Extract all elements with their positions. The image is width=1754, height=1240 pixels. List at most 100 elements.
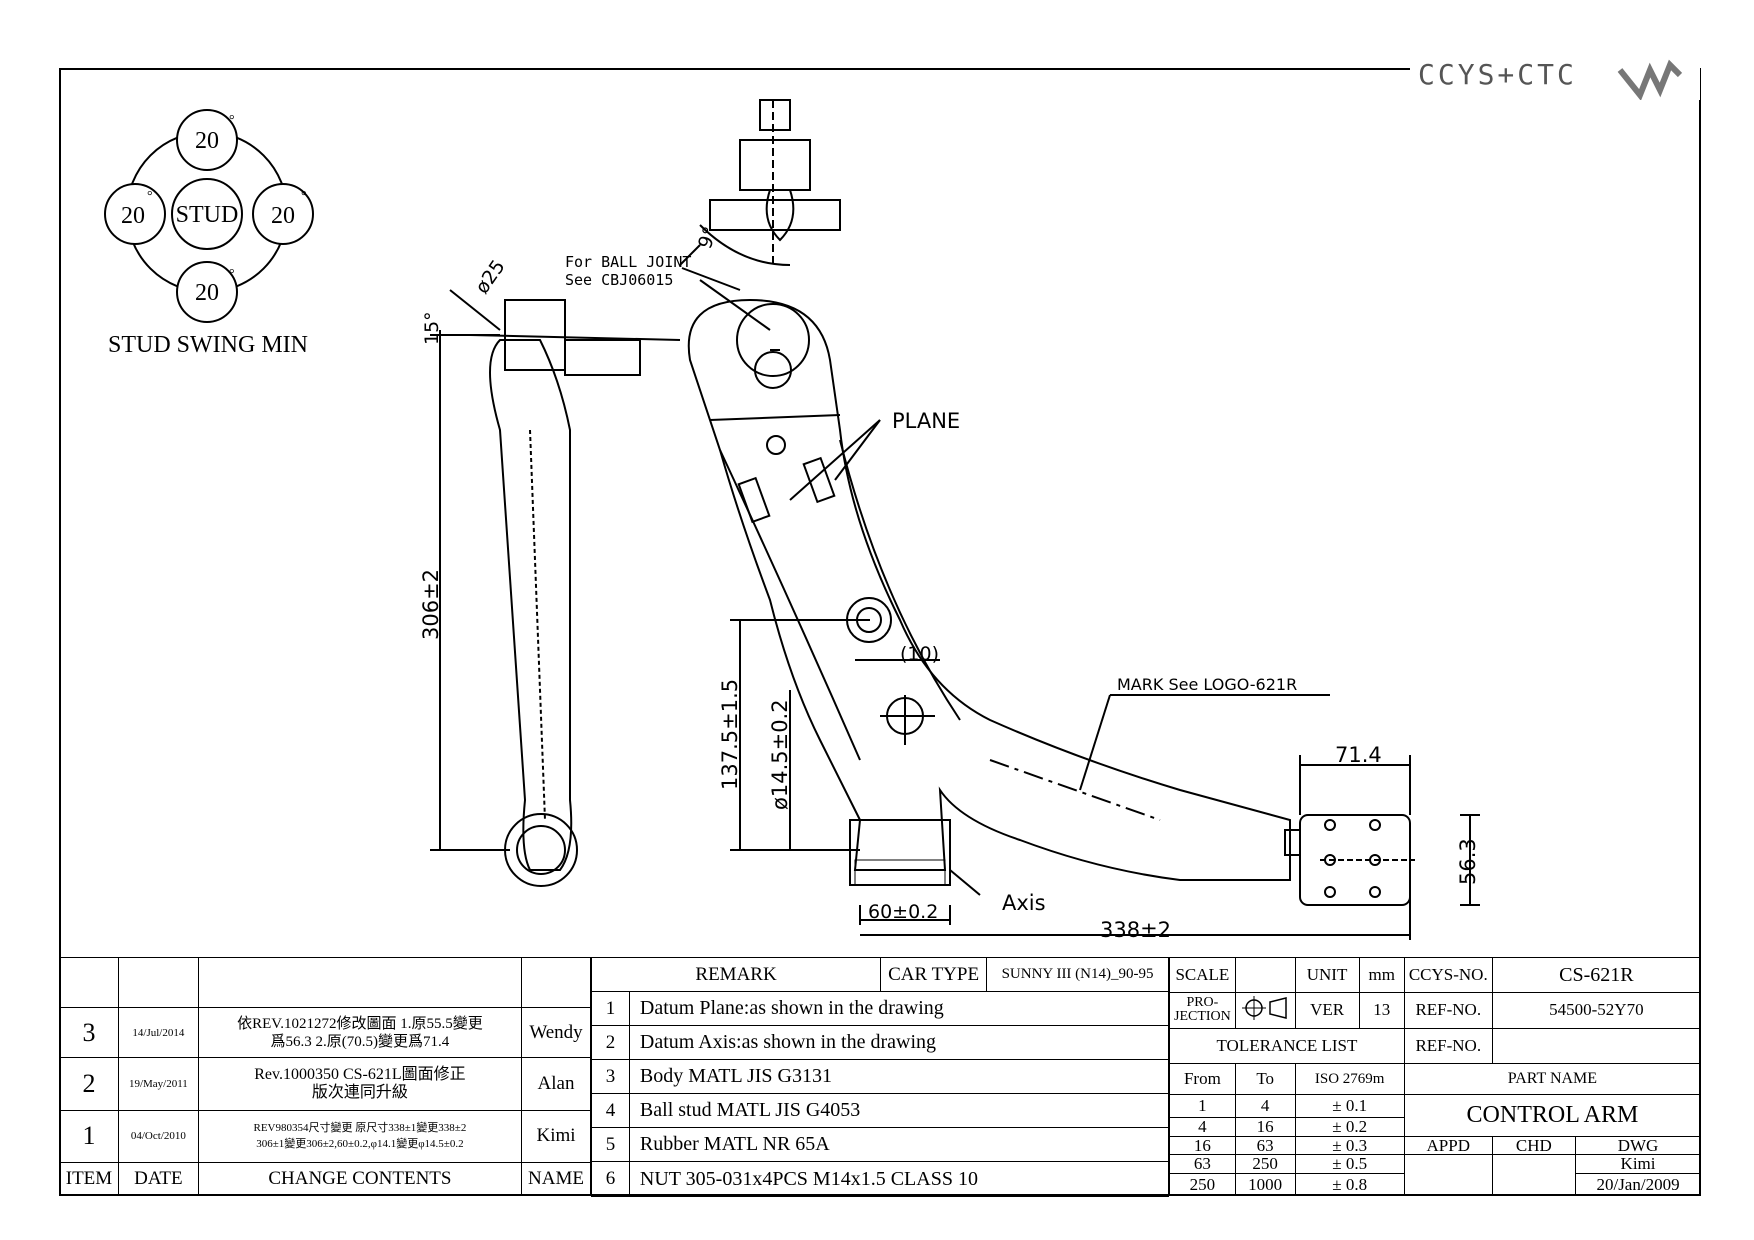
swing-center-label: STUD xyxy=(176,202,239,228)
rev-header-name: NAME xyxy=(521,1161,591,1197)
car-type-value: SUNNY III (N14)_90-95 xyxy=(986,957,1169,992)
tolerance-title: TOLERANCE LIST xyxy=(1169,1027,1405,1064)
ccys-no-label: CCYS-NO. xyxy=(1403,956,1493,994)
rev-blank xyxy=(59,956,119,1009)
ball-joint-nut xyxy=(754,351,792,389)
dim-angle-15: 15° xyxy=(421,311,443,345)
dim-71: 71.4 xyxy=(1335,743,1382,767)
remark-no: 4 xyxy=(591,1093,630,1128)
logo-text: CCYS+CTC xyxy=(1418,58,1577,91)
unit-value: mm xyxy=(1358,956,1405,994)
rev-date: 14/Jul/2014 xyxy=(117,1007,199,1059)
revision-table: 3 14/Jul/2014 依REV.1021272修改圖面 1.原55.5變更… xyxy=(59,956,591,1197)
swing-right-circle xyxy=(252,183,314,245)
scale-value xyxy=(1234,956,1296,994)
tol-value: ± 0.2 xyxy=(1294,1117,1405,1137)
tol-header-from: From xyxy=(1169,1062,1236,1096)
mark-note: MARK See LOGO-621R xyxy=(1117,675,1297,694)
rev-item: 3 xyxy=(59,1007,119,1059)
swing-top-circle xyxy=(176,109,238,171)
projection-symbol-icon xyxy=(1234,992,1296,1029)
rev-header-row: ITEM DATE CHANGE CONTENTS NAME xyxy=(59,1161,591,1197)
plane-label: PLANE xyxy=(892,409,960,433)
side-view-centerline xyxy=(529,429,546,821)
arm-axis-line xyxy=(989,759,1161,821)
rev-date: 19/May/2011 xyxy=(117,1057,199,1111)
tol-from: 4 xyxy=(1169,1117,1236,1137)
rev-row: 1 04/Oct/2010 REV980354尺寸變更 原尺寸338±1變更33… xyxy=(59,1109,591,1163)
tol-to: 16 xyxy=(1234,1117,1296,1137)
swing-bottom-degree: ° xyxy=(229,267,235,282)
ver-label: VER xyxy=(1294,992,1360,1029)
side-ball-stud xyxy=(564,339,641,376)
swing-center-circle xyxy=(171,178,243,250)
tol-from: 1 xyxy=(1169,1094,1236,1119)
tol-from: 16 xyxy=(1169,1135,1236,1156)
dim-dia-25: ø25 xyxy=(471,256,510,298)
datum-hole-top xyxy=(766,435,786,455)
remark-text: Ball stud MATL JIS G4053 xyxy=(628,1093,1170,1128)
remark-text: Datum Axis:as shown in the drawing xyxy=(628,1025,1170,1060)
ref-no-value-2 xyxy=(1491,1027,1702,1064)
control-arm-drawing: 20 20 20 20 STUD ° ° ° ° STUD SWING MIN … xyxy=(104,99,1480,942)
remark-text: NUT 305-031x4PCS M14x1.5 CLASS 10 xyxy=(628,1161,1170,1197)
ball-joint-boss xyxy=(736,303,810,377)
chd-label: CHD xyxy=(1491,1135,1577,1156)
rev-contents-line2: 爲56.3 2.原(70.5)變更爲71.4 xyxy=(270,1033,450,1050)
tol-to: 250 xyxy=(1234,1154,1296,1175)
dim-60: 60±0.2 xyxy=(868,901,938,923)
remark-no: 1 xyxy=(591,991,630,1026)
rev-header-contents: CHANGE CONTENTS xyxy=(197,1161,523,1197)
tol-header-to: To xyxy=(1234,1062,1296,1096)
ball-joint-ref: See CBJ06015 xyxy=(565,271,673,289)
swing-right-value: 20 xyxy=(271,203,295,229)
dwg-label: DWG xyxy=(1575,1135,1701,1156)
tol-from: 63 xyxy=(1169,1154,1236,1175)
swing-bottom-circle xyxy=(176,261,238,323)
rev-contents-line1: Rev.1000350 CS-621L圖面修正 xyxy=(254,1066,466,1084)
rev-row: 2 19/May/2011 Rev.1000350 CS-621L圖面修正版次連… xyxy=(59,1057,591,1111)
side-center-axis xyxy=(469,334,681,341)
logo-mark-icon xyxy=(1617,59,1683,100)
side-bushing-inner xyxy=(516,825,566,875)
swing-left-degree: ° xyxy=(147,189,153,204)
unit-label: UNIT xyxy=(1294,956,1360,994)
remark-no: 6 xyxy=(591,1161,630,1197)
scale-label: SCALE xyxy=(1169,956,1236,994)
tol-to: 63 xyxy=(1234,1135,1296,1156)
swing-left-circle xyxy=(104,183,166,245)
appd-label: APPD xyxy=(1403,1135,1493,1156)
swing-right-degree: ° xyxy=(301,189,307,204)
dim-ten: (10) xyxy=(900,643,939,665)
projection-label-line1: PRO- xyxy=(1186,995,1219,1011)
rev-date: 04/Oct/2010 xyxy=(117,1109,199,1163)
remark-text: Body MATL JIS G3131 xyxy=(628,1059,1170,1094)
dim-dia-14: ø14.5±0.2 xyxy=(768,699,792,810)
rev-contents-line1: REV980354尺寸變更 原尺寸338±1變更338±2 xyxy=(253,1122,467,1135)
remark-text: Datum Plane:as shown in the drawing xyxy=(628,991,1170,1026)
ball-joint-note: For BALL JOINT xyxy=(565,253,691,271)
remark-no: 5 xyxy=(591,1127,630,1162)
rev-row: 3 14/Jul/2014 依REV.1021272修改圖面 1.原55.5變更… xyxy=(59,1007,591,1059)
tol-value: ± 0.8 xyxy=(1294,1173,1405,1196)
tol-value: ± 0.5 xyxy=(1294,1154,1405,1175)
rev-header-date: DATE xyxy=(117,1161,199,1197)
rev-name: Alan xyxy=(521,1057,591,1111)
tol-to: 4 xyxy=(1234,1094,1296,1119)
arm-plane-edge xyxy=(709,414,841,421)
tol-value: ± 0.1 xyxy=(1294,1094,1405,1119)
ver-value: 13 xyxy=(1358,992,1405,1029)
rev-contents-line2: 版次連同升級 xyxy=(311,1084,408,1102)
ref-no-label-2: REF-NO. xyxy=(1403,1027,1493,1064)
part-name-value: CONTROL ARM xyxy=(1403,1094,1702,1137)
company-logo: CCYS+CTC xyxy=(1410,50,1700,100)
swing-bottom-value: 20 xyxy=(195,280,219,306)
tol-from: 250 xyxy=(1169,1173,1236,1196)
tol-to: 1000 xyxy=(1234,1173,1296,1196)
